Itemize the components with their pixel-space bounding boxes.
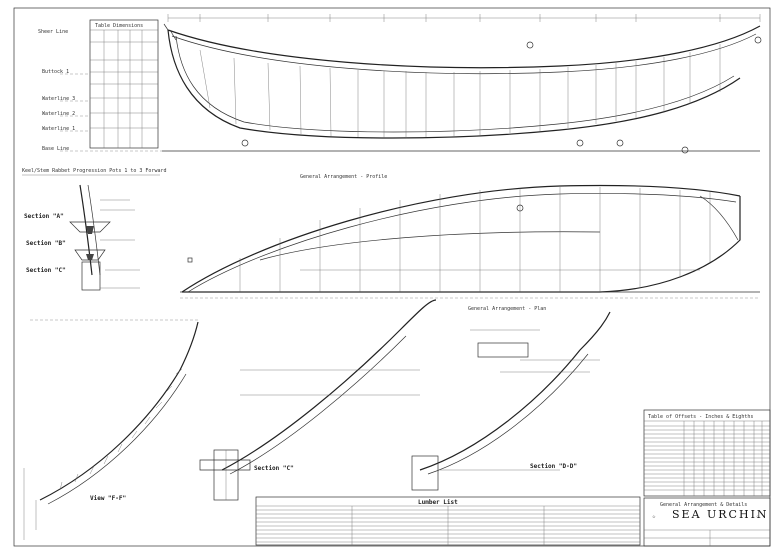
- ga-plan-label: General Arrangement - Plan: [468, 306, 546, 312]
- fittings-table: Table of Offsets - Inches & Eighths: [643, 409, 771, 497]
- title-subtitle: General Arrangement & Details: [660, 502, 747, 508]
- offsets-table-title: Table Dimensions: [95, 23, 143, 29]
- section-c-view-label: Section "C": [254, 465, 294, 472]
- section-c-label: Section "C": [26, 267, 66, 274]
- section-b-label: Section "B": [26, 240, 66, 247]
- lumber-list: Lumber List: [255, 496, 641, 546]
- row-label-wl2: Waterline 2: [42, 111, 75, 117]
- ga-profile: General Arrangement - Profile: [180, 174, 760, 299]
- view-ff-label: View "F-F": [90, 495, 126, 502]
- keel-detail-label: Keel/Stem Rabbet Progression Pots 1 to 3…: [22, 168, 167, 174]
- title-name: SEA URCHIN: [672, 508, 769, 521]
- keel-stem-detail: Keel/Stem Rabbet Progression Pots 1 to 3…: [22, 168, 167, 291]
- row-label-buttock: Buttock 1: [42, 69, 69, 75]
- row-label-sheer: Sheer Line: [38, 29, 68, 35]
- view-ff: View "F-F": [23, 319, 200, 540]
- lumber-list-title: Lumber List: [418, 499, 458, 506]
- star-left-icon: ☆: [652, 513, 656, 520]
- offsets-table: Table Dimensions Sheer Line Buttock 1 Wa…: [38, 19, 162, 152]
- fittings-table-title: Table of Offsets - Inches & Eighths: [648, 414, 753, 420]
- sheet-border: [13, 7, 771, 547]
- section-a-label: Section "A": [24, 213, 64, 220]
- ga-plan: General Arrangement - Plan Section "D-D": [411, 306, 611, 491]
- section-dd-label: Section "D-D": [530, 463, 577, 470]
- stem-section-c: Section "C": [199, 299, 437, 501]
- row-label-base: Base Line: [42, 146, 69, 152]
- title-block: General Arrangement & Details SEA URCHIN…: [643, 497, 771, 547]
- row-label-wl1: Waterline 1: [42, 126, 75, 132]
- ga-profile-label: General Arrangement - Profile: [300, 174, 387, 180]
- star-right-icon: ☆: [756, 513, 760, 520]
- hull-profile-top: [162, 14, 762, 154]
- row-label-wl3: Waterline 3: [42, 96, 75, 102]
